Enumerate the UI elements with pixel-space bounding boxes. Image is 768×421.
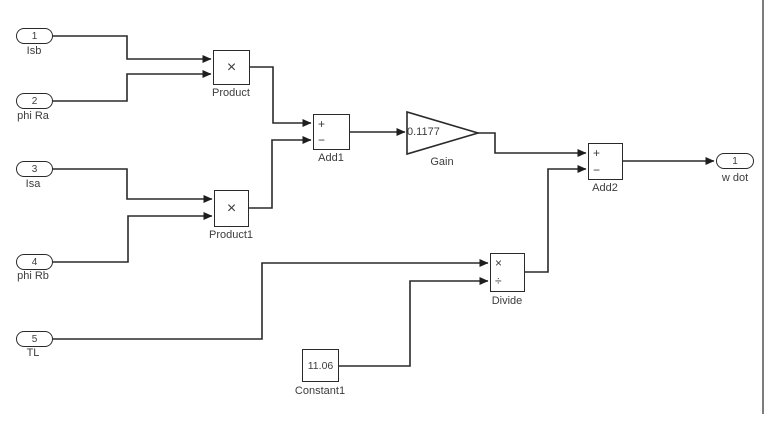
wire-inport2-to-product[interactable] bbox=[52, 70, 212, 102]
outport-1-w-dot[interactable]: 1 bbox=[716, 153, 754, 169]
outport-1-number: 1 bbox=[732, 155, 738, 167]
inport-4-phi-rb[interactable]: 4 bbox=[16, 254, 53, 270]
window-edge-line bbox=[762, 0, 764, 414]
add2-block[interactable]: + − bbox=[588, 143, 623, 180]
product-block[interactable]: × bbox=[213, 50, 250, 85]
wire-product-to-add1[interactable] bbox=[250, 66, 312, 127]
inport-1-label: Isb bbox=[26, 45, 42, 57]
product-symbol: × bbox=[226, 58, 237, 76]
wire-divide-to-add2[interactable] bbox=[525, 165, 587, 273]
add1-label: Add1 bbox=[318, 152, 344, 164]
product-label: Product bbox=[212, 87, 250, 99]
product1-block[interactable]: × bbox=[214, 190, 249, 227]
product1-label: Product1 bbox=[208, 229, 254, 241]
add1-block[interactable]: + − bbox=[313, 114, 350, 150]
inport-1-isb[interactable]: 1 bbox=[16, 28, 53, 44]
inport-3-number: 3 bbox=[31, 163, 38, 175]
divide-label: Divide bbox=[491, 295, 523, 307]
inport-1-number: 1 bbox=[31, 30, 38, 42]
divide-block[interactable]: × ÷ bbox=[490, 253, 525, 292]
wire-inport3-to-product1[interactable] bbox=[52, 168, 213, 203]
inport-5-tl[interactable]: 5 bbox=[16, 331, 53, 347]
gain-block[interactable] bbox=[406, 110, 481, 156]
add2-label: Add2 bbox=[592, 182, 618, 194]
gain-value: 0.1177 bbox=[407, 126, 440, 138]
inport-3-isa[interactable]: 3 bbox=[16, 161, 53, 177]
wire-inport5-to-divide[interactable] bbox=[52, 259, 489, 340]
inport-4-number: 4 bbox=[31, 256, 38, 268]
inport-2-number: 2 bbox=[31, 95, 38, 107]
product1-symbol: × bbox=[226, 199, 237, 217]
add2-plus-sign: + bbox=[593, 146, 601, 160]
wire-inport1-to-product[interactable] bbox=[52, 35, 212, 63]
add1-minus-sign: − bbox=[318, 133, 326, 147]
inport-2-phi-ra[interactable]: 2 bbox=[16, 93, 53, 109]
constant1-value: 11.06 bbox=[307, 359, 334, 372]
inport-5-label: TL bbox=[26, 347, 40, 359]
outport-1-label: w dot bbox=[721, 172, 749, 184]
divide-divide-sign: ÷ bbox=[495, 274, 502, 288]
divide-times-sign: × bbox=[495, 256, 503, 270]
inport-2-label: phi Ra bbox=[17, 110, 49, 122]
add1-plus-sign: + bbox=[318, 117, 326, 131]
constant1-block[interactable]: 11.06 bbox=[302, 349, 339, 382]
constant1-label: Constant1 bbox=[294, 385, 346, 397]
wire-gain-to-add2[interactable] bbox=[478, 132, 587, 157]
wire-product1-to-add1[interactable] bbox=[249, 136, 312, 209]
inport-4-label: phi Rb bbox=[17, 270, 49, 282]
gain-label: Gain bbox=[430, 156, 454, 168]
add2-minus-sign: − bbox=[593, 163, 601, 177]
wire-constant1-to-divide[interactable] bbox=[338, 277, 489, 367]
inport-5-number: 5 bbox=[31, 333, 38, 345]
inport-3-label: Isa bbox=[25, 178, 41, 190]
wire-inport4-to-product1[interactable] bbox=[52, 212, 213, 263]
